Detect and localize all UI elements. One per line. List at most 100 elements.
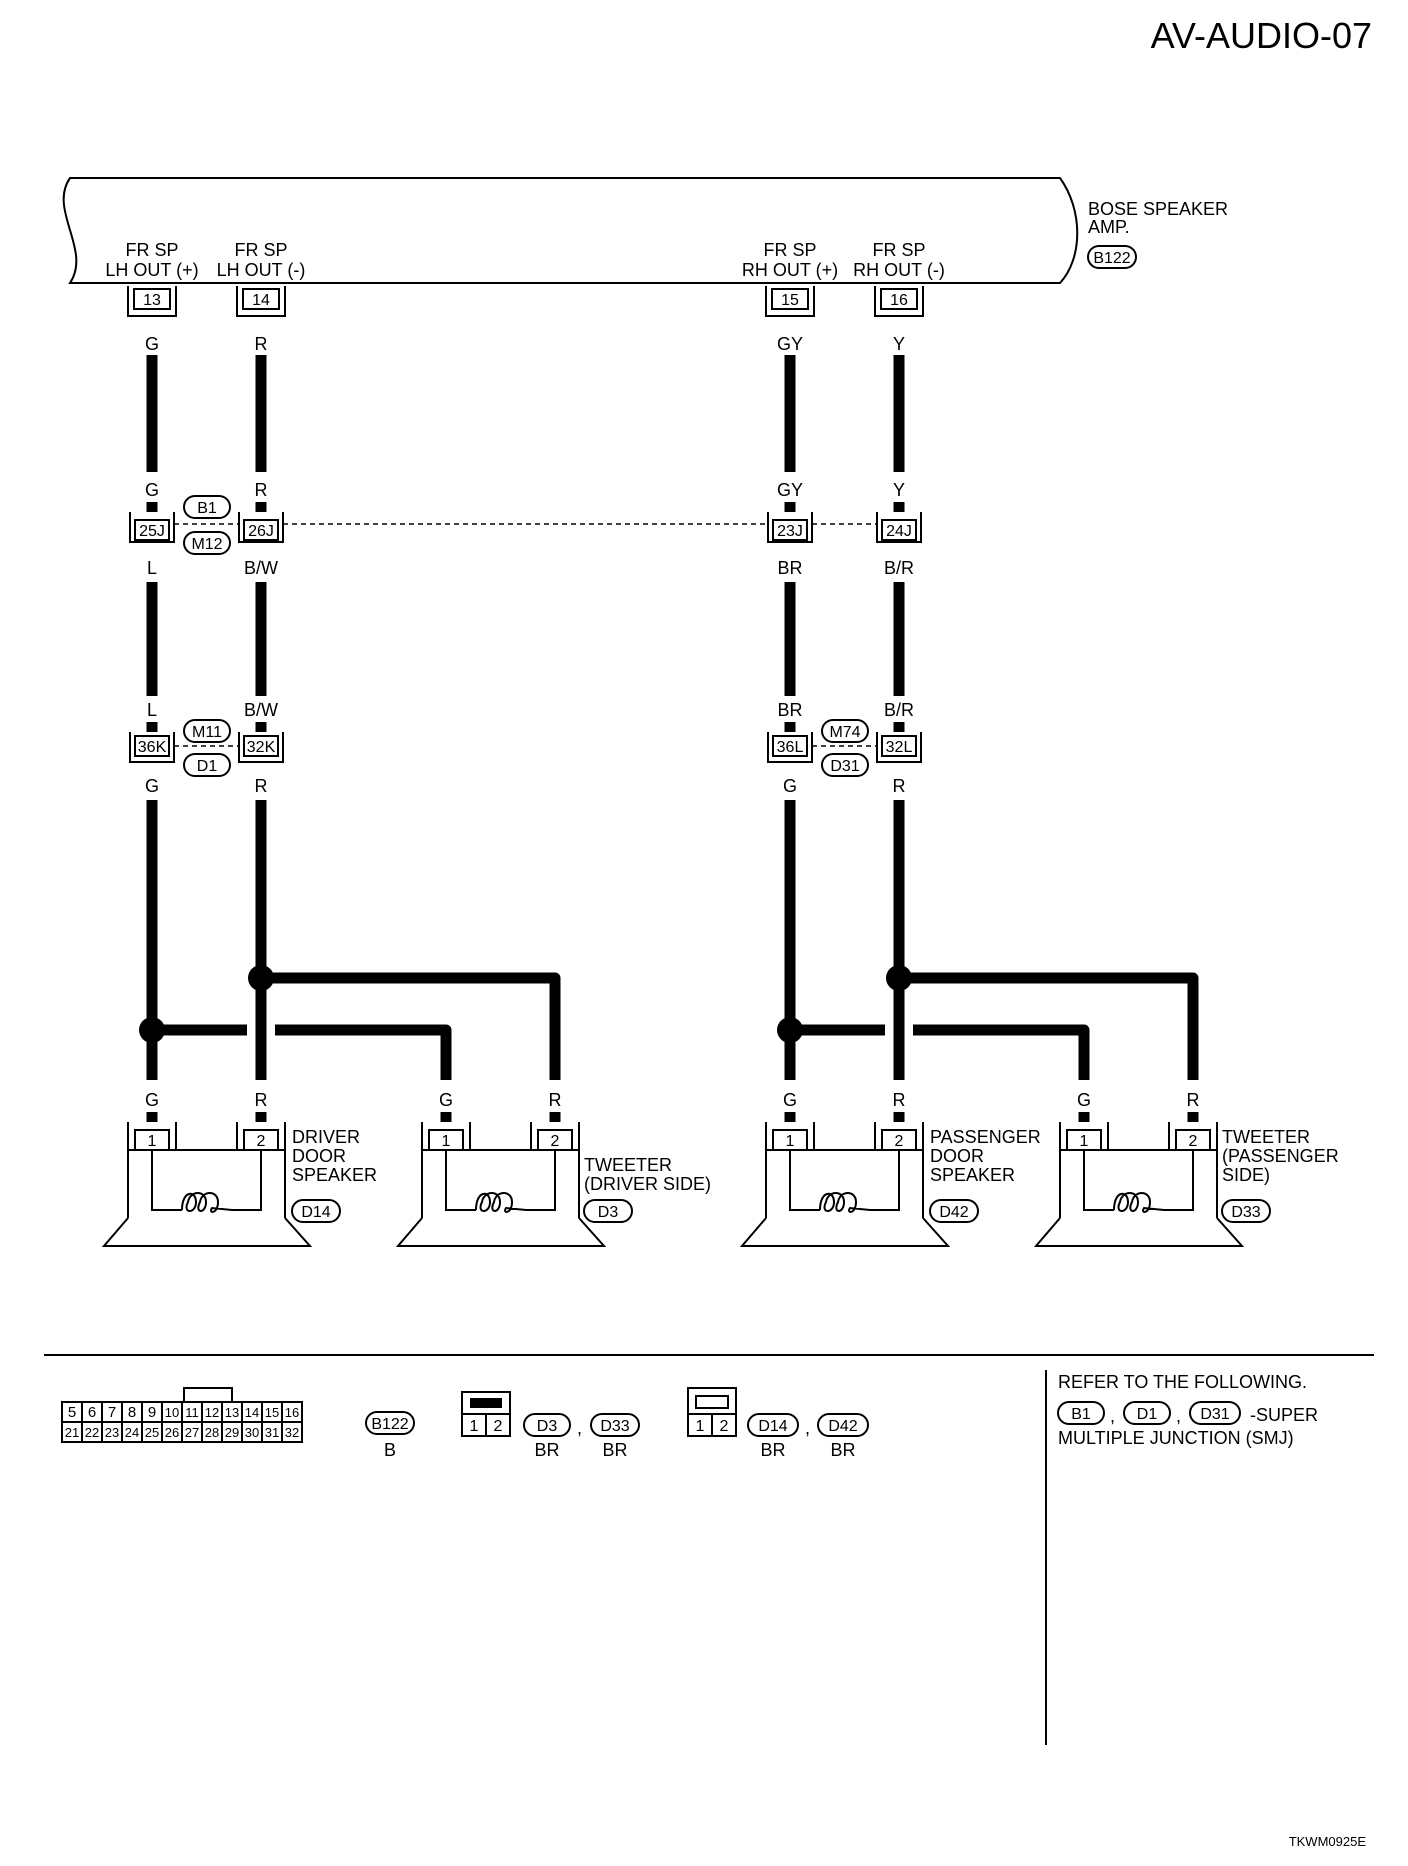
svg-text:B1: B1	[1071, 1406, 1091, 1423]
splice-r-left	[248, 965, 274, 991]
small1-pin2: 2	[494, 1418, 503, 1435]
j1-pin-24j: 24J	[876, 512, 922, 543]
svg-text:M11: M11	[192, 724, 222, 741]
b122-pin-label: 15	[265, 1405, 279, 1420]
refer-line1: REFER TO THE FOLLOWING.	[1058, 1372, 1307, 1392]
b122-color: B	[384, 1440, 396, 1460]
b122-pin-label: 10	[165, 1405, 179, 1420]
svg-text:D33: D33	[600, 1418, 629, 1435]
svg-text:B1: B1	[197, 500, 217, 517]
svg-text:D14: D14	[758, 1418, 787, 1435]
j1-pin-26j: 26J	[238, 512, 284, 543]
terminal-16-label1: FR SP	[872, 240, 925, 260]
j1-pin-23j: 23J	[767, 512, 813, 543]
spk1-name1: TWEETER	[584, 1155, 672, 1175]
svg-text:D3: D3	[598, 1204, 619, 1221]
j2-pin-36k: 36K	[129, 732, 175, 763]
small1-color-a: BR	[534, 1440, 559, 1460]
svg-text:M12: M12	[191, 536, 222, 553]
spk0-name3: SPEAKER	[292, 1165, 377, 1185]
splice-g-left	[139, 1017, 165, 1043]
j1-pin-25j: 25J	[129, 512, 175, 543]
spk3-name1: TWEETER	[1222, 1127, 1310, 1147]
spk2-name1: PASSENGER	[930, 1127, 1041, 1147]
b122-pin-label: 13	[225, 1405, 239, 1420]
spk0-c1: G	[145, 1090, 159, 1110]
splice-r-right	[886, 965, 912, 991]
svg-text:D31: D31	[1200, 1406, 1229, 1423]
svg-text:B122: B122	[371, 1416, 408, 1433]
small1-pin1: 1	[470, 1418, 479, 1435]
refer-conn-b1: B1	[1057, 1401, 1105, 1425]
j2-pin-36l: 36L	[767, 732, 813, 763]
svg-text:D1: D1	[197, 758, 218, 775]
j2-conn-m74: M74	[821, 719, 869, 743]
j2r-color-in-2: B/R	[884, 700, 914, 720]
bose-speaker-amp	[62, 177, 1079, 284]
svg-text:D1: D1	[1137, 1406, 1158, 1423]
j2-conn-m11: M11	[183, 719, 231, 743]
j1-color-out-1: L	[147, 558, 157, 578]
svg-text:D3: D3	[537, 1418, 558, 1435]
svg-text:23J: 23J	[777, 523, 803, 540]
j2r-color-in-1: BR	[777, 700, 802, 720]
spk3-connector-badge: D33	[1221, 1199, 1271, 1223]
svg-text:24J: 24J	[886, 523, 912, 540]
svg-text:13: 13	[143, 292, 161, 309]
j1-color-in-2: R	[255, 480, 268, 500]
spk0-name2: DOOR	[292, 1146, 346, 1166]
wire-r-to-tweeter-passenger	[899, 972, 1199, 1080]
amp-name-line1: BOSE SPEAKER	[1088, 199, 1228, 219]
j1-color-out-3: BR	[777, 558, 802, 578]
svg-text:M74: M74	[829, 724, 860, 741]
terminal-16-label2: RH OUT (-)	[853, 260, 945, 280]
b122-pin-label: 26	[165, 1425, 179, 1440]
b122-pin-label: 29	[225, 1425, 239, 1440]
b122-pin-label: 24	[125, 1425, 139, 1440]
spk1-pin2: 2	[551, 1133, 560, 1150]
svg-text:32K: 32K	[247, 739, 276, 756]
amp-connector-badge: B122	[1087, 245, 1137, 269]
svg-text:25J: 25J	[139, 523, 165, 540]
spk1-connector-badge: D3	[583, 1199, 633, 1223]
small2-color-a: BR	[760, 1440, 785, 1460]
refer-sep1: ,	[1110, 1406, 1115, 1426]
b122-pin-label: 30	[245, 1425, 259, 1440]
spk2-c1: G	[783, 1090, 797, 1110]
terminal-14: 14	[236, 286, 286, 317]
small1-conn-b-badge: D33	[590, 1413, 640, 1437]
b122-pin-label: 27	[185, 1425, 199, 1440]
b122-pin-label: 16	[285, 1405, 299, 1420]
small2-separator: ,	[805, 1418, 810, 1438]
spk0-pin2: 2	[257, 1133, 266, 1150]
connector-face-d3-d33	[461, 1391, 511, 1437]
wire-g-to-tweeter-driver	[152, 1024, 452, 1080]
refer-sep2: ,	[1176, 1406, 1181, 1426]
wire-color-16-top: Y	[893, 334, 905, 354]
svg-text:D14: D14	[301, 1204, 330, 1221]
terminal-15: 15	[765, 286, 815, 317]
spk2-pin1: 1	[786, 1133, 795, 1150]
svg-text:36K: 36K	[138, 739, 167, 756]
svg-text:32L: 32L	[886, 739, 913, 756]
spk0-connector-badge: D14	[291, 1199, 341, 1223]
spk1-c2: R	[549, 1090, 562, 1110]
amp-connector-label: B122	[1093, 250, 1130, 267]
splice-g-right	[777, 1017, 803, 1043]
b122-badge: B122	[365, 1411, 415, 1435]
passenger-door-speaker-icon	[739, 1122, 951, 1247]
j2-conn-d31: D31	[821, 753, 869, 777]
spk1-c1: G	[439, 1090, 453, 1110]
svg-text:D42: D42	[828, 1418, 857, 1435]
j1-color-in-4: Y	[893, 480, 905, 500]
tweeter-driver-side-icon	[395, 1122, 607, 1247]
j2-pin-32l: 32L	[876, 732, 922, 763]
svg-text:15: 15	[781, 292, 799, 309]
terminal-13: 13	[127, 286, 177, 317]
wire-g-to-tweeter-passenger	[790, 1024, 1090, 1080]
wire-color-13-top: G	[145, 334, 159, 354]
tweeter-passenger-side-icon	[1033, 1122, 1245, 1247]
small2-conn-b-badge: D42	[817, 1413, 869, 1437]
b122-cavity	[281, 1421, 303, 1443]
refer-suffix: -SUPER	[1250, 1405, 1318, 1425]
